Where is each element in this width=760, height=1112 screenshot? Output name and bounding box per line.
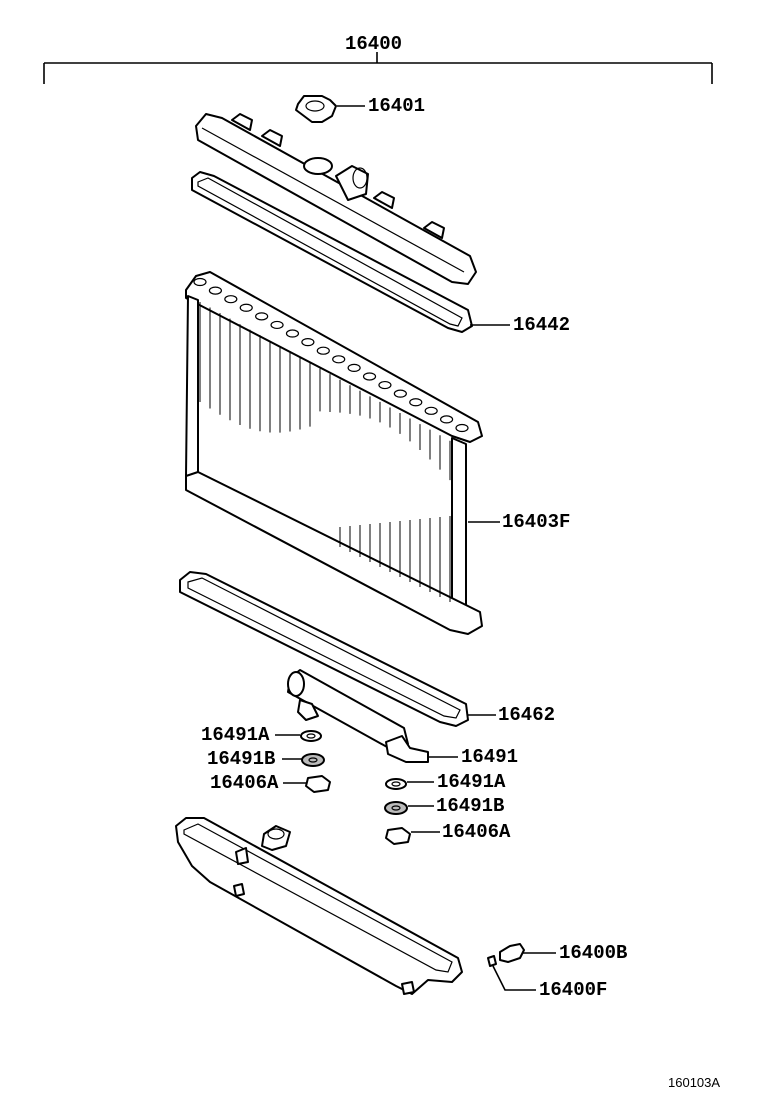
core-fin: [270, 320, 284, 330]
drain-plug-label: 16400F: [539, 979, 607, 1001]
nut-left-label: 16406A: [210, 772, 279, 794]
cap-label: 16401: [368, 95, 425, 117]
core-fin: [455, 423, 469, 433]
washer-a-left: [300, 730, 322, 742]
nut-left: [305, 775, 331, 793]
lower-tank: [175, 817, 463, 995]
washer-b-right-label: 16491B: [436, 795, 504, 817]
core-fin: [424, 406, 438, 415]
core-fin: [347, 363, 361, 372]
nut-right: [385, 827, 411, 845]
radiator-cap: [295, 95, 337, 123]
core-fin: [362, 372, 377, 381]
core-fin: [193, 277, 207, 287]
core-label: 16403F: [502, 511, 570, 533]
core-fin: [208, 286, 223, 295]
pipe-label: 16491: [461, 746, 518, 768]
drain-cock-label: 16400B: [559, 942, 627, 964]
washer-b-left: [301, 753, 325, 767]
washer-b-left-label: 16491B: [207, 748, 275, 770]
radiator-core: [185, 271, 483, 635]
drain-cock: [499, 943, 525, 963]
washer-a-left-label: 16491A: [201, 724, 270, 746]
core-fin: [255, 312, 269, 321]
lower-gasket: [179, 571, 469, 727]
core-fin: [332, 355, 346, 364]
core-fin: [239, 303, 253, 312]
drain-plug-leader: [492, 965, 536, 991]
core-fin: [224, 295, 238, 304]
core-fin: [378, 380, 392, 390]
core-fin: [439, 415, 454, 424]
washer-b-right: [384, 801, 408, 815]
washer-a-right-label: 16491A: [437, 771, 506, 793]
core-fin: [409, 398, 423, 407]
upper-tank: [195, 113, 477, 285]
core-fin: [301, 338, 315, 347]
oil-cooler-pipe: [287, 669, 429, 763]
core-fin: [393, 389, 407, 398]
drain-plug: [487, 955, 497, 967]
assembly-bracket: [43, 52, 713, 84]
nut-right-label: 16406A: [442, 821, 511, 843]
assembly-label: 16400: [345, 33, 402, 55]
upper-gasket: [191, 171, 473, 333]
diagram-code: 160103A: [668, 1075, 720, 1090]
upper-gasket-label: 16442: [513, 314, 570, 336]
washer-a-right: [385, 778, 407, 790]
core-fin: [285, 329, 300, 338]
core-fin: [316, 346, 330, 355]
lower-gasket-label: 16462: [498, 704, 555, 726]
